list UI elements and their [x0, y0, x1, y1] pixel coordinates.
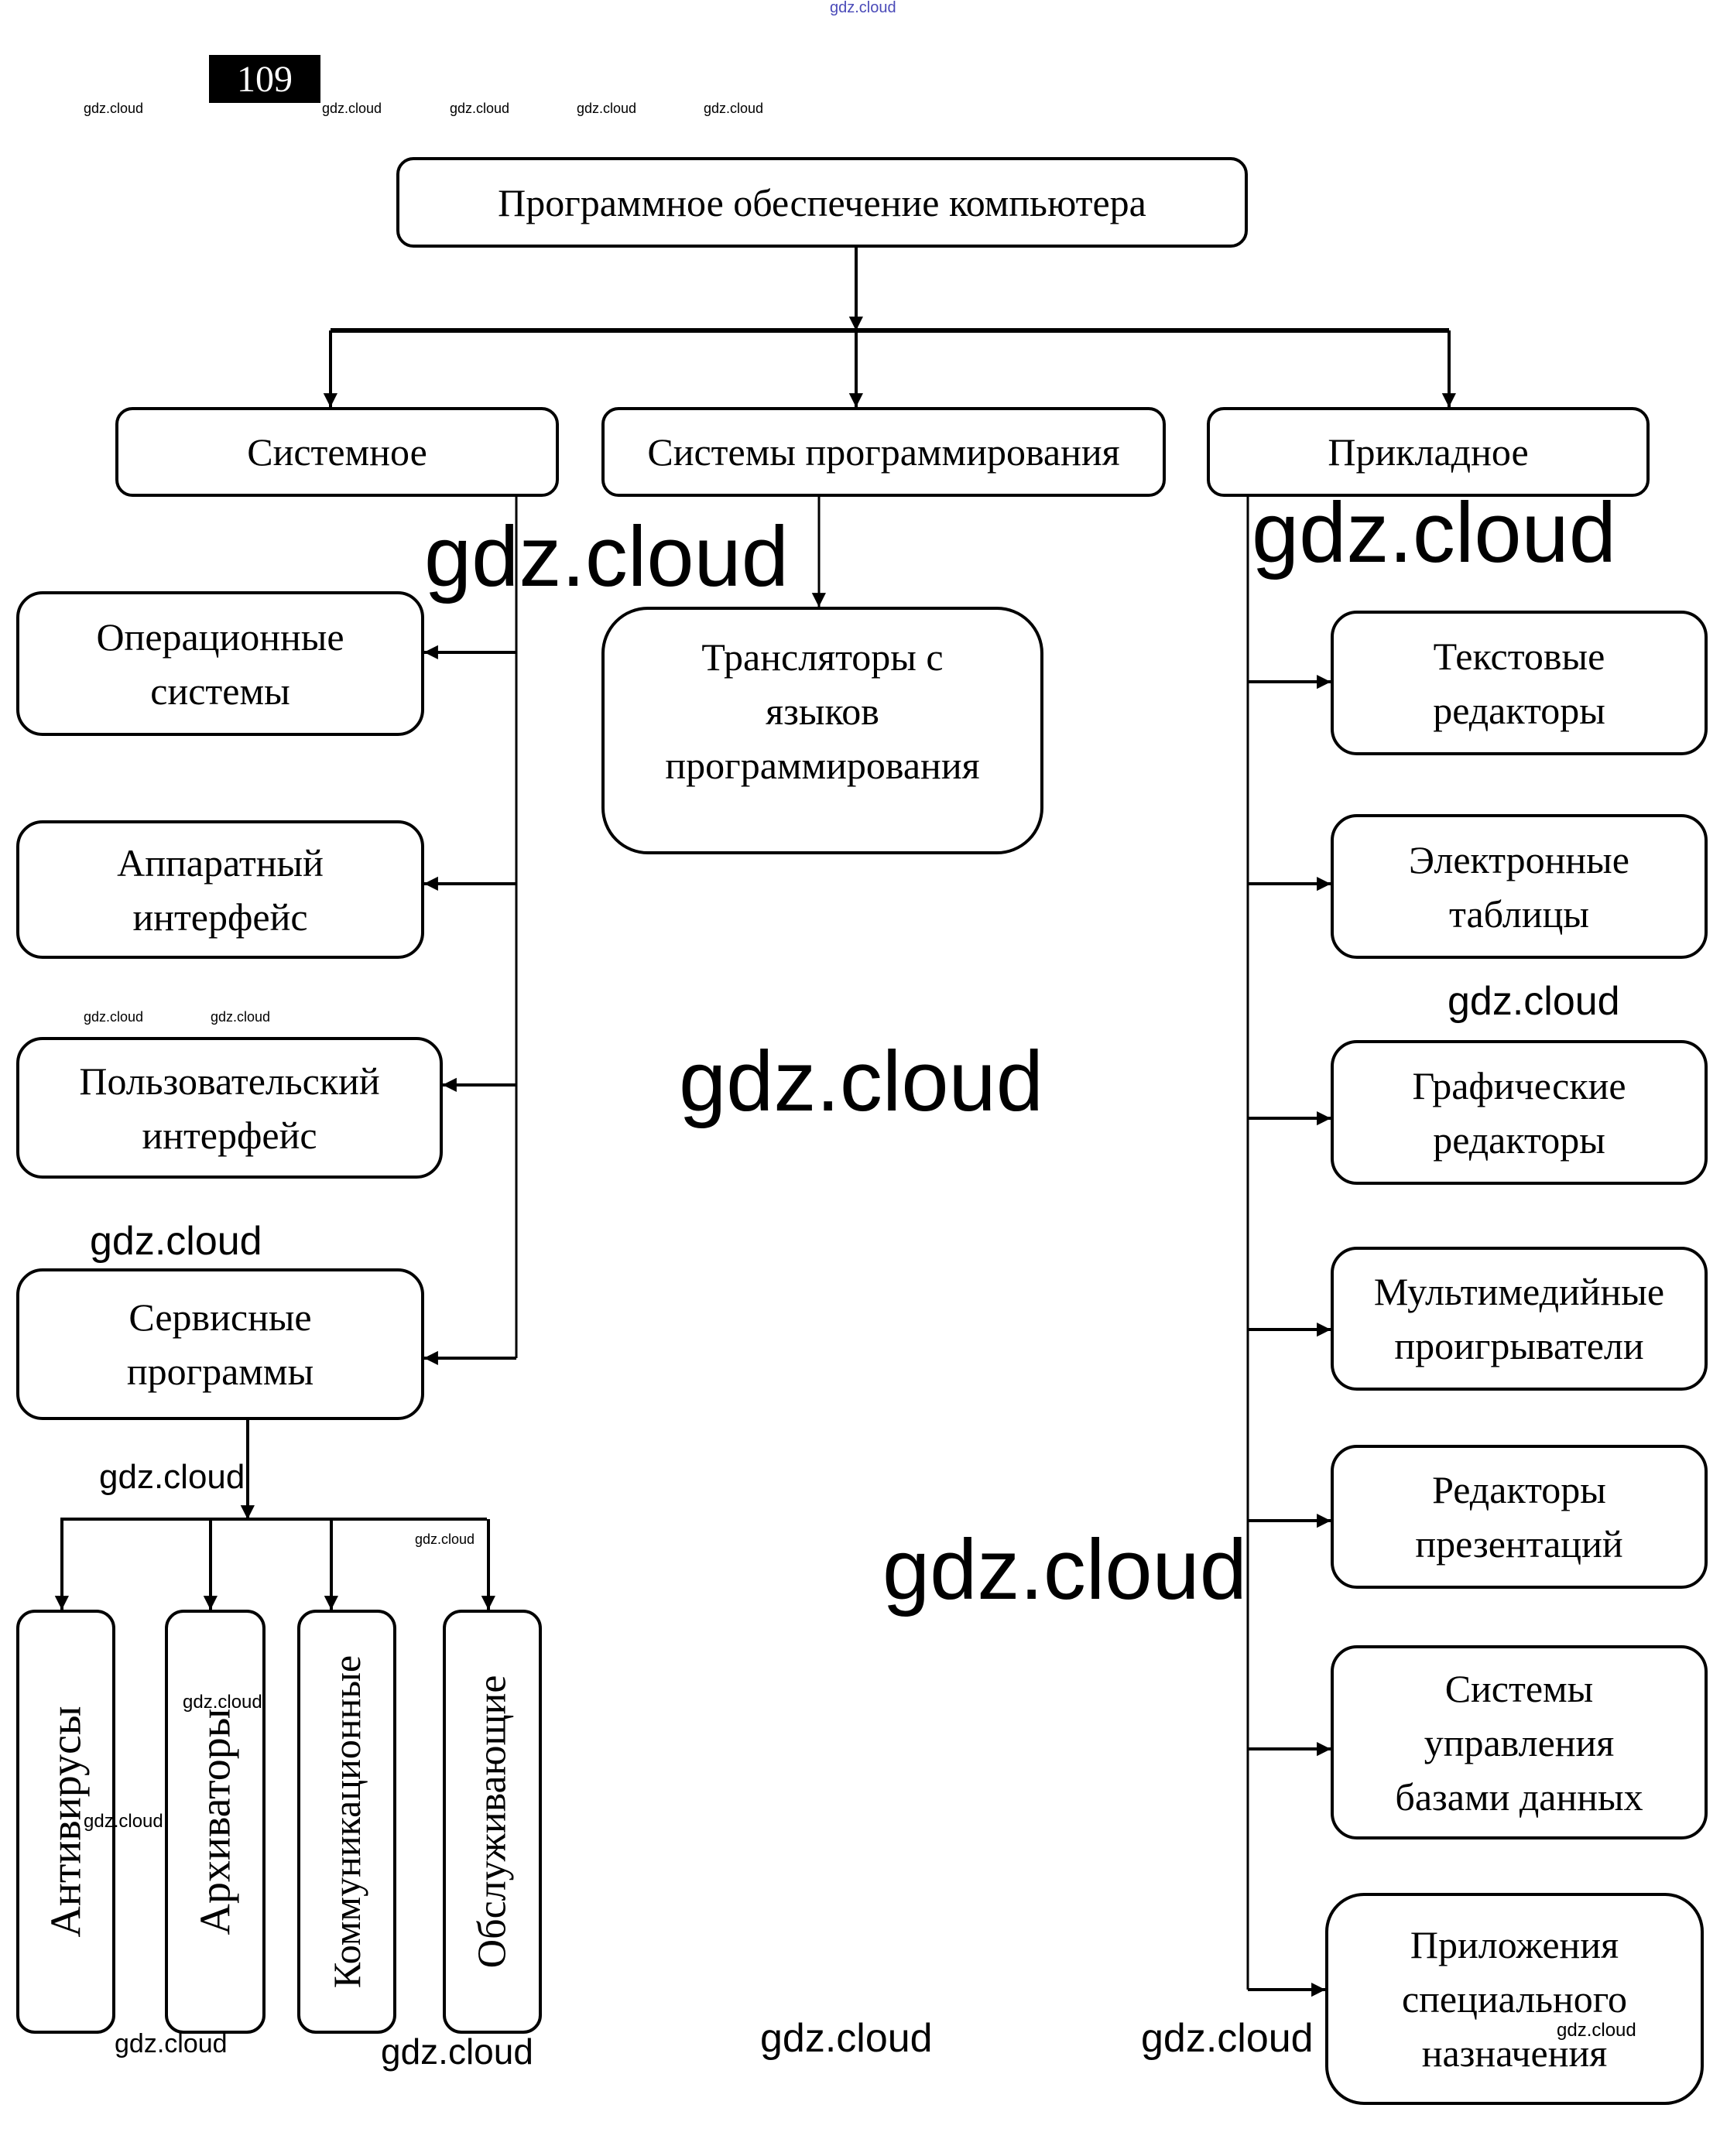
watermark: gdz.cloud [760, 2016, 933, 2061]
node-label-line: базами данных [1395, 1774, 1643, 1819]
node-label-line: редакторы [1433, 688, 1605, 732]
watermark: gdz.cloud [115, 2029, 228, 2058]
node-antivirus: Антивирусы [16, 1610, 115, 2034]
node-root: Программное обеспечение компьютера [396, 157, 1248, 248]
node-label-line: интерфейс [142, 1113, 317, 1157]
watermark: gdz.cloud [679, 1034, 1043, 1129]
node-label-line: Аппаратный [117, 840, 324, 885]
node-label-line: проигрыватели [1394, 1324, 1644, 1367]
node-maintenance: Обслуживающие [443, 1610, 542, 2034]
node-label-line: Текстовые [1433, 634, 1605, 678]
node-special-apps: Приложения специального назначения [1325, 1893, 1704, 2105]
node-label-line: Сервисные [128, 1295, 312, 1339]
node-media-players: Мультимедийные проигрыватели [1331, 1247, 1708, 1391]
node-label-line: Трансляторы с [701, 635, 944, 679]
watermark: gdz.cloud [84, 1811, 163, 1832]
node-label-line: презентаций [1415, 1522, 1623, 1566]
node-label-line: Графические [1412, 1063, 1626, 1107]
node-label-line: назначения [1421, 2031, 1608, 2075]
watermark: gdz.cloud [322, 101, 382, 116]
node-label-line: системы [150, 669, 290, 713]
node-programming-systems: Системы программирования [601, 407, 1166, 497]
node-label-line: таблицы [1449, 891, 1589, 936]
node-label-line: интерфейс [132, 895, 308, 939]
node-label-line: языков [766, 690, 879, 733]
watermark: gdz.cloud [183, 1692, 262, 1713]
node-dbms: Системы управления базами данных [1331, 1645, 1708, 1839]
node-label-line: программы [126, 1350, 314, 1393]
node-text-editors: Текстовые редакторы [1331, 611, 1708, 755]
node-graphic-editors: Графические редакторы [1331, 1040, 1708, 1185]
watermark: gdz.cloud [1557, 2020, 1636, 2041]
node-label-line: Операционные [96, 614, 344, 659]
node-communication-label: Коммуникационные [325, 1655, 368, 1989]
node-maintenance-label: Обслуживающие [470, 1675, 515, 1969]
watermark: gdz.cloud [84, 1009, 144, 1025]
watermark: gdz.cloud [1448, 979, 1620, 1024]
node-hardware-interface: Аппаратный интерфейс [16, 820, 424, 959]
watermark: gdz.cloud [1252, 485, 1616, 580]
node-translators: Трансляторы с языков программирования [601, 607, 1043, 854]
node-label-line: Мультимедийные [1373, 1270, 1665, 1313]
node-spreadsheets: Электронные таблицы [1331, 814, 1708, 959]
node-label-line: Системы [1444, 1666, 1594, 1710]
watermark: gdz.cloud [415, 1531, 475, 1547]
node-label-line: Пользовательский [79, 1059, 380, 1103]
watermark: gdz.cloud [99, 1458, 245, 1496]
watermark: gdz.cloud [1141, 2016, 1314, 2061]
watermark: gdz.cloud [882, 1522, 1247, 1617]
node-label-line: Приложения [1410, 1923, 1619, 1966]
watermark: gdz.cloud [381, 2031, 533, 2072]
watermark: gdz.cloud [450, 101, 510, 116]
node-root-label: Программное обеспечение компьютера [498, 180, 1146, 224]
node-programming-systems-label: Системы программирования [647, 430, 1120, 474]
watermark: gdz.cloud [424, 509, 789, 604]
node-presentation-editors: Редакторы презентаций [1331, 1445, 1708, 1589]
node-label-line: редакторы [1433, 1117, 1605, 1162]
node-system-label: Системное [247, 430, 427, 474]
node-user-interface: Пользовательский интерфейс [16, 1037, 443, 1179]
node-label-line: Редакторы [1432, 1468, 1606, 1511]
node-archivers-label: Архиваторы [191, 1708, 240, 1935]
node-applied-label: Прикладное [1328, 430, 1529, 474]
node-label-line: Электронные [1409, 837, 1629, 881]
watermark: gdz.cloud [830, 0, 896, 16]
watermark: gdz.cloud [577, 101, 637, 116]
node-label-line: программирования [665, 744, 980, 787]
node-operating-systems: Операционные системы [16, 591, 424, 736]
watermark: gdz.cloud [90, 1219, 262, 1264]
node-label-line: специального [1401, 1977, 1628, 2021]
watermark: gdz.cloud [84, 101, 144, 116]
watermark: gdz.cloud [704, 101, 764, 116]
node-label-line: управления [1424, 1720, 1615, 1764]
node-communication: Коммуникационные [297, 1610, 396, 2034]
node-applied: Прикладное [1207, 407, 1650, 497]
watermark: gdz.cloud [211, 1009, 271, 1025]
node-system: Системное [115, 407, 559, 497]
node-service-programs: Сервисные программы [16, 1268, 424, 1420]
node-archivers: Архиваторы [165, 1610, 266, 2034]
page-number-badge: 109 [209, 55, 320, 103]
